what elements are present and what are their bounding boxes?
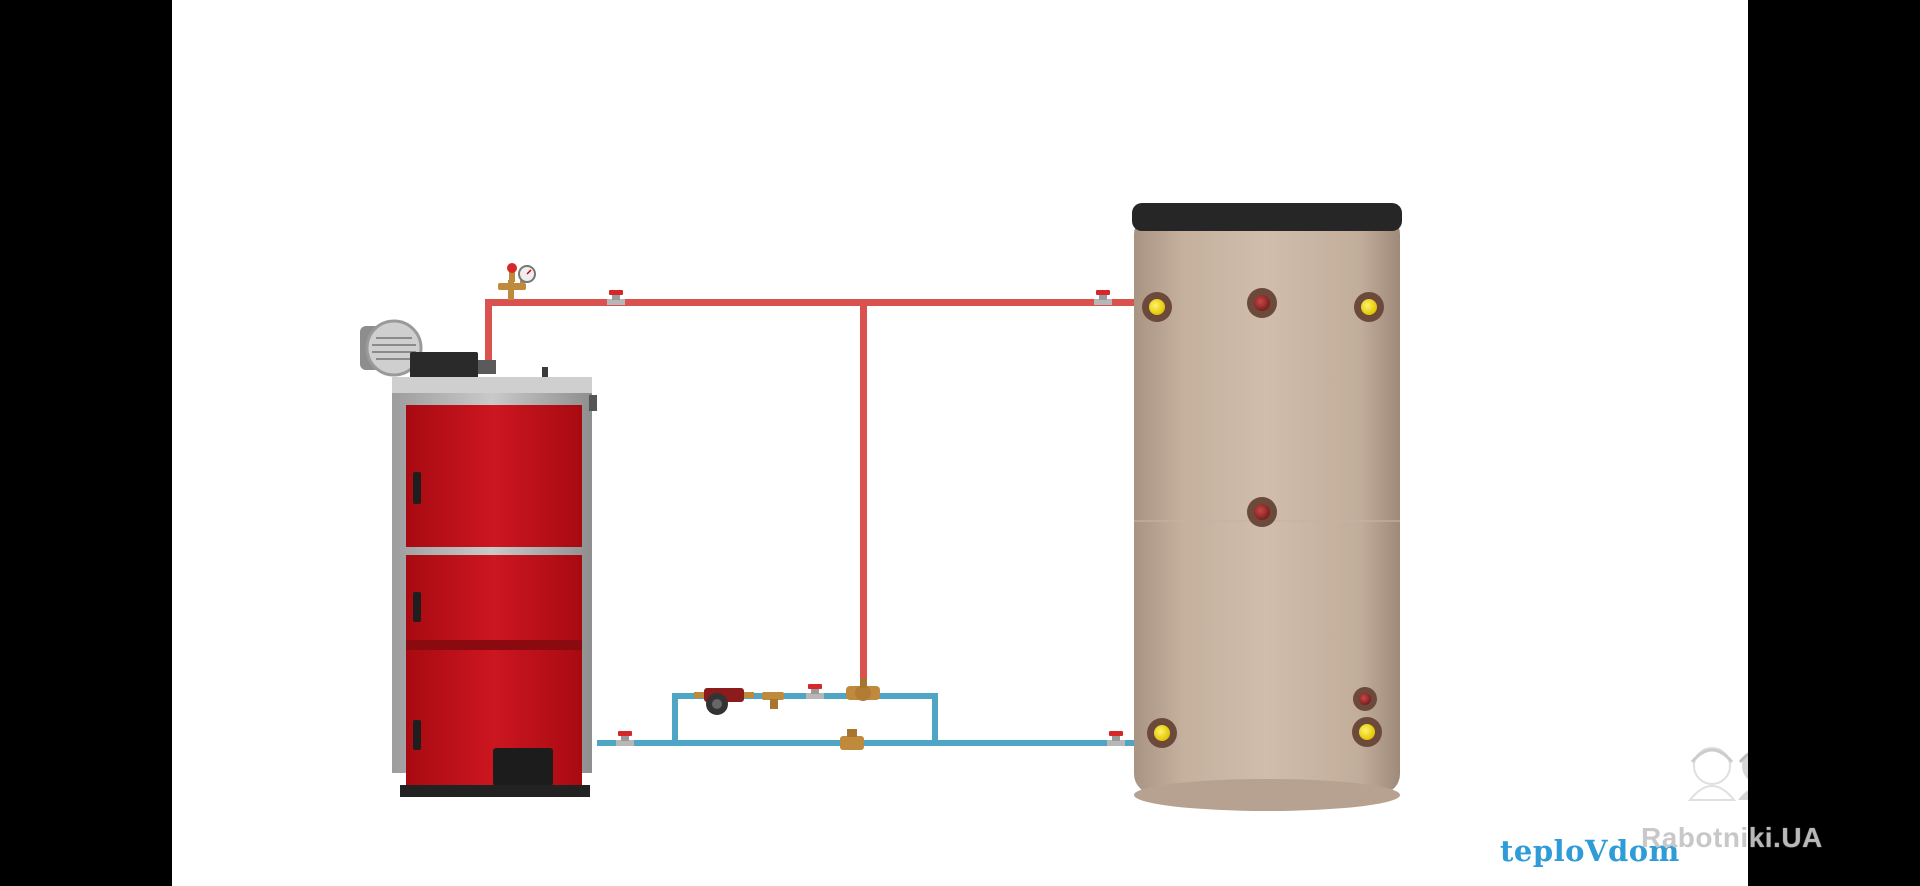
workers-logo-icon bbox=[1687, 747, 1748, 801]
supply-pipe bbox=[485, 299, 1310, 680]
check-valve-icon bbox=[840, 729, 864, 750]
return-pipe bbox=[597, 693, 1307, 746]
circulation-pump-icon bbox=[694, 688, 754, 715]
three-way-valve-icon bbox=[846, 678, 880, 701]
tank-port-middle bbox=[1247, 497, 1277, 527]
ball-valve-icon bbox=[806, 684, 824, 699]
brand-watermark: teploVdom bbox=[1500, 834, 1680, 868]
site-watermark: Rabotniki.UA bbox=[1641, 822, 1823, 853]
tank-port-top-right bbox=[1354, 292, 1384, 322]
letterbox-right bbox=[1748, 0, 1920, 886]
safety-group-icon bbox=[498, 263, 536, 300]
heating-scheme-diagram bbox=[360, 203, 1748, 811]
tank-port-bottom-right bbox=[1352, 717, 1382, 747]
solid-fuel-boiler-icon bbox=[360, 319, 597, 797]
buffer-tank-icon bbox=[1132, 203, 1402, 811]
ball-valve-icon bbox=[616, 731, 634, 746]
heating-scheme-canvas bbox=[172, 0, 1748, 886]
tank-port-return-out bbox=[1147, 718, 1177, 748]
tank-port-top-center bbox=[1247, 288, 1277, 318]
ball-valve-icon bbox=[1107, 731, 1125, 746]
letterbox-left bbox=[0, 0, 172, 886]
tank-port-supply-in bbox=[1142, 292, 1172, 322]
tank-port-sensor bbox=[1353, 687, 1377, 711]
strainer-fitting-icon bbox=[762, 692, 784, 709]
ball-valve-icon bbox=[607, 290, 625, 305]
ball-valve-icon bbox=[1094, 290, 1112, 305]
